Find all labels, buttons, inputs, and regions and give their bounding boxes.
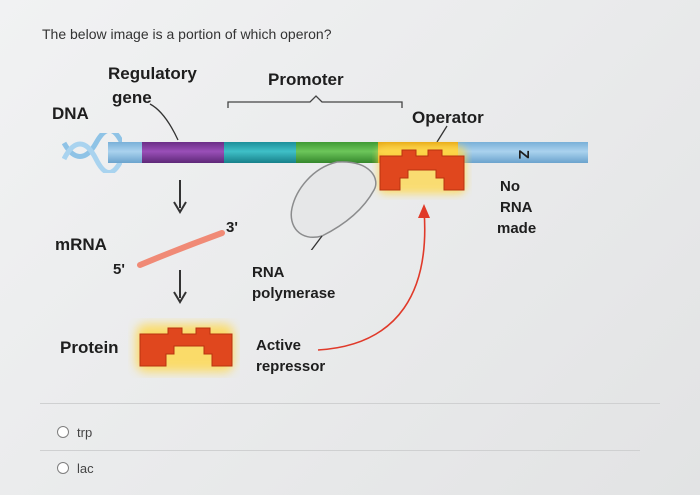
divider <box>40 450 640 451</box>
divider <box>40 403 660 404</box>
mrna-strand-icon <box>137 230 225 268</box>
label-rna-polymerase-1: RNA <box>252 264 285 281</box>
radio-button[interactable] <box>57 462 69 474</box>
label-rna-polymerase-2: polymerase <box>252 285 336 302</box>
radio-button[interactable] <box>57 426 69 438</box>
rna-polymerase-icon <box>290 161 377 250</box>
dna-left-segment <box>108 142 142 163</box>
answer-label: lac <box>77 460 94 476</box>
promoter-segment-b <box>296 142 378 163</box>
label-rna: RNA <box>500 199 533 216</box>
label-operator: Operator <box>412 108 484 127</box>
regulatory-pointer <box>149 103 179 141</box>
answer-label: trp <box>77 424 93 440</box>
lacz-gene-segment <box>458 142 588 163</box>
label-made: made <box>497 220 537 237</box>
label-gene: gene <box>112 88 152 107</box>
label-protein: Protein <box>60 338 119 357</box>
label-five-prime: 5' <box>113 261 125 278</box>
active-repressor-icon <box>136 324 234 372</box>
label-no: No <box>500 178 520 195</box>
repressor-on-operator-icon <box>378 146 466 194</box>
regulatory-gene-segment <box>142 142 224 163</box>
label-active: Active <box>256 337 302 354</box>
operator-pointer <box>436 125 448 143</box>
down-arrow-icon <box>173 180 187 214</box>
label-dna: DNA <box>52 104 89 123</box>
down-arrow-icon <box>173 270 187 304</box>
label-regulatory: Regulatory <box>108 64 197 83</box>
promoter-bracket <box>227 95 403 108</box>
label-three-prime: 3' <box>226 219 238 236</box>
promoter-segment-a <box>224 142 296 163</box>
label-repressor: repressor <box>256 358 326 375</box>
question-text: The below image is a portion of which op… <box>42 26 332 42</box>
answer-option-trp[interactable]: trp <box>45 414 685 450</box>
answer-choices: trp lac <box>40 414 685 486</box>
label-mrna: mRNA <box>55 235 107 254</box>
dna-helix-icon <box>62 133 122 173</box>
answer-option-lac[interactable]: lac <box>45 450 685 486</box>
label-promoter: Promoter <box>268 70 344 89</box>
